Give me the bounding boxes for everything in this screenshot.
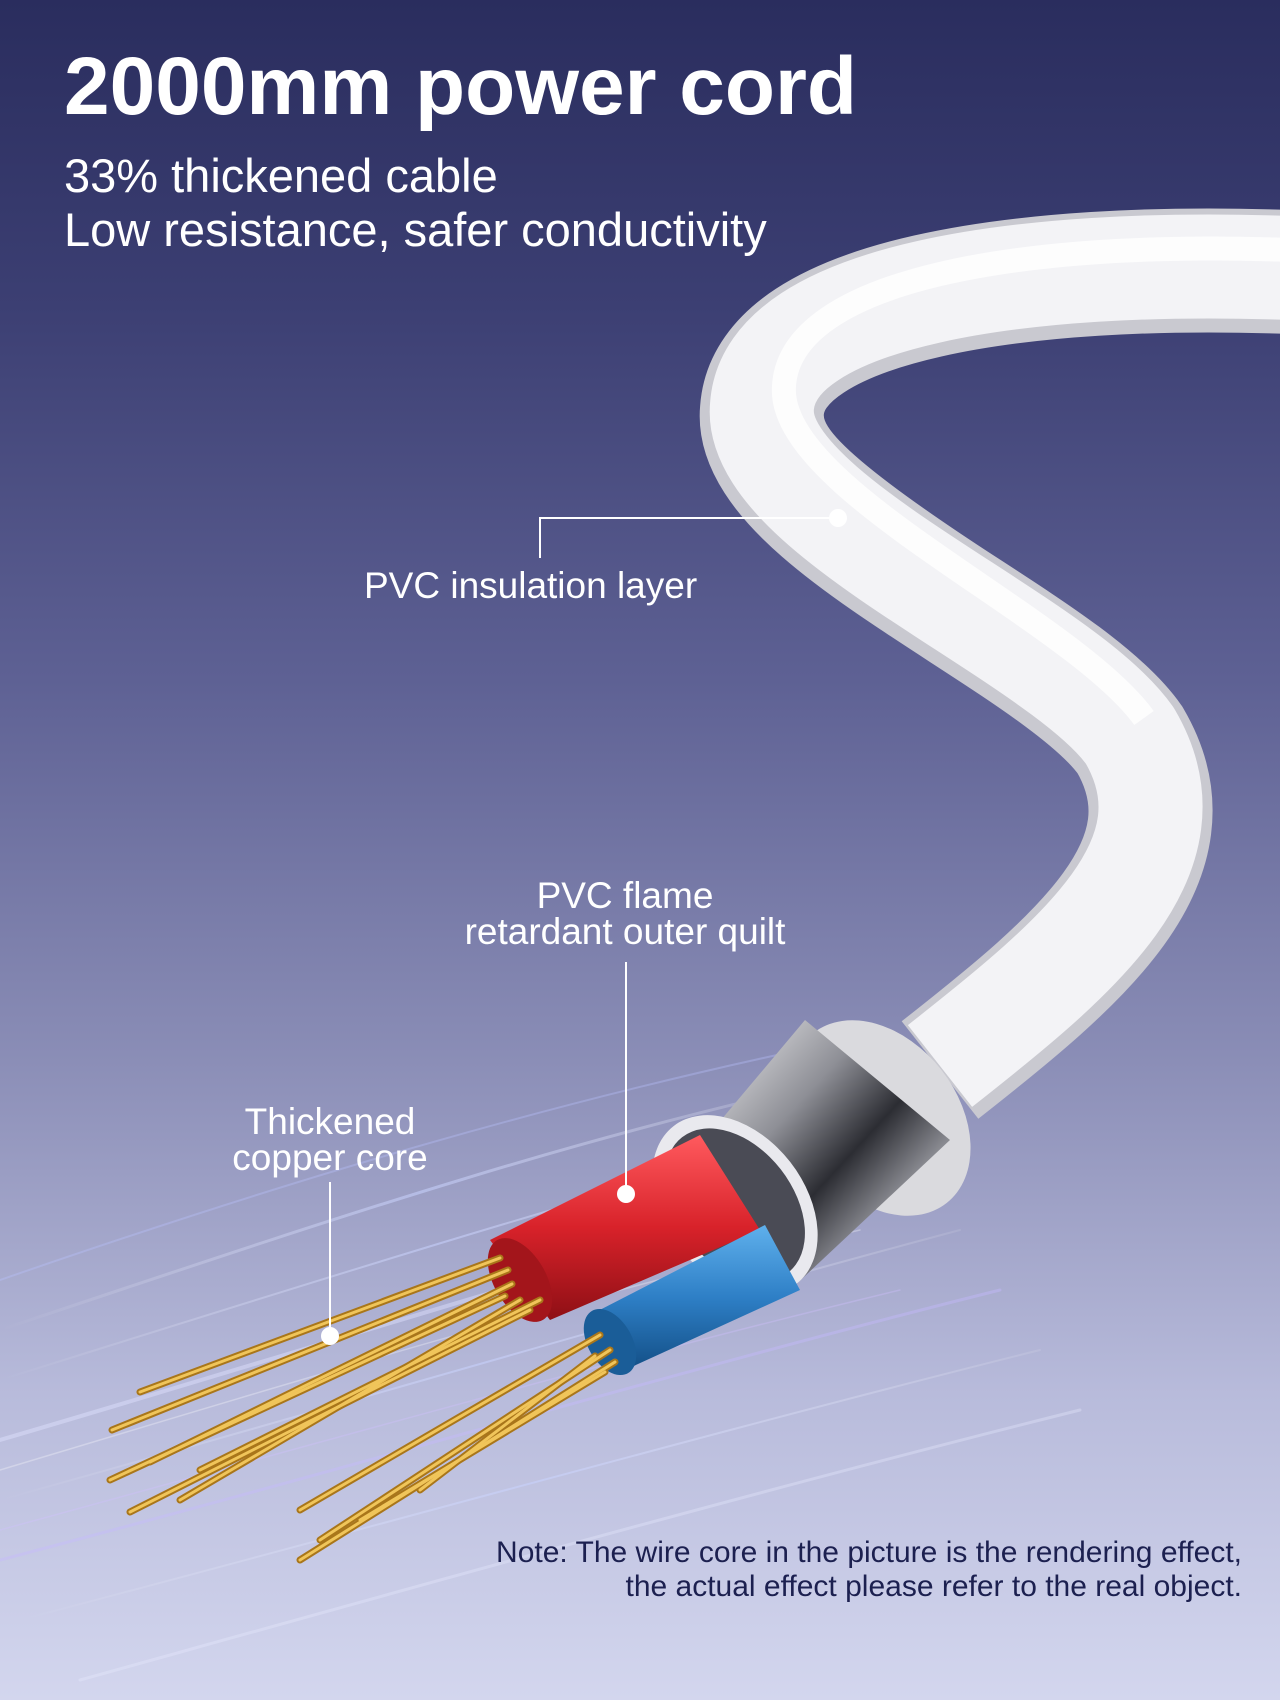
cable-jacket (699, 208, 1280, 1119)
callout-leaders (321, 509, 847, 1345)
disclaimer-note-line-1: Note: The wire core in the picture is th… (496, 1536, 1242, 1569)
subheadline-thickened: 33% thickened cable (64, 149, 498, 202)
label-pvc-insulation-text: PVC insulation layer (364, 565, 698, 606)
label-pvc-insulation: PVC insulation layer (364, 565, 784, 606)
label-copper-core: Thickened copper core (200, 1101, 460, 1178)
copper-strands (106, 1254, 619, 1564)
disclaimer-note-line-2: the actual effect please refer to the re… (625, 1570, 1243, 1603)
label-copper-core-line-1: Thickened (244, 1101, 416, 1142)
subheadline-resistance: Low resistance, safer conductivity (64, 203, 767, 256)
disclaimer-note: Note: The wire core in the picture is th… (282, 1536, 1242, 1604)
label-copper-core-line-2: copper core (232, 1137, 428, 1178)
label-flame-retardant: PVC flame retardant outer quilt (430, 875, 820, 952)
headline: 2000mm power cord (64, 41, 857, 132)
label-flame-retardant-line-2: retardant outer quilt (464, 911, 786, 952)
label-flame-retardant-line-1: PVC flame (536, 875, 714, 916)
